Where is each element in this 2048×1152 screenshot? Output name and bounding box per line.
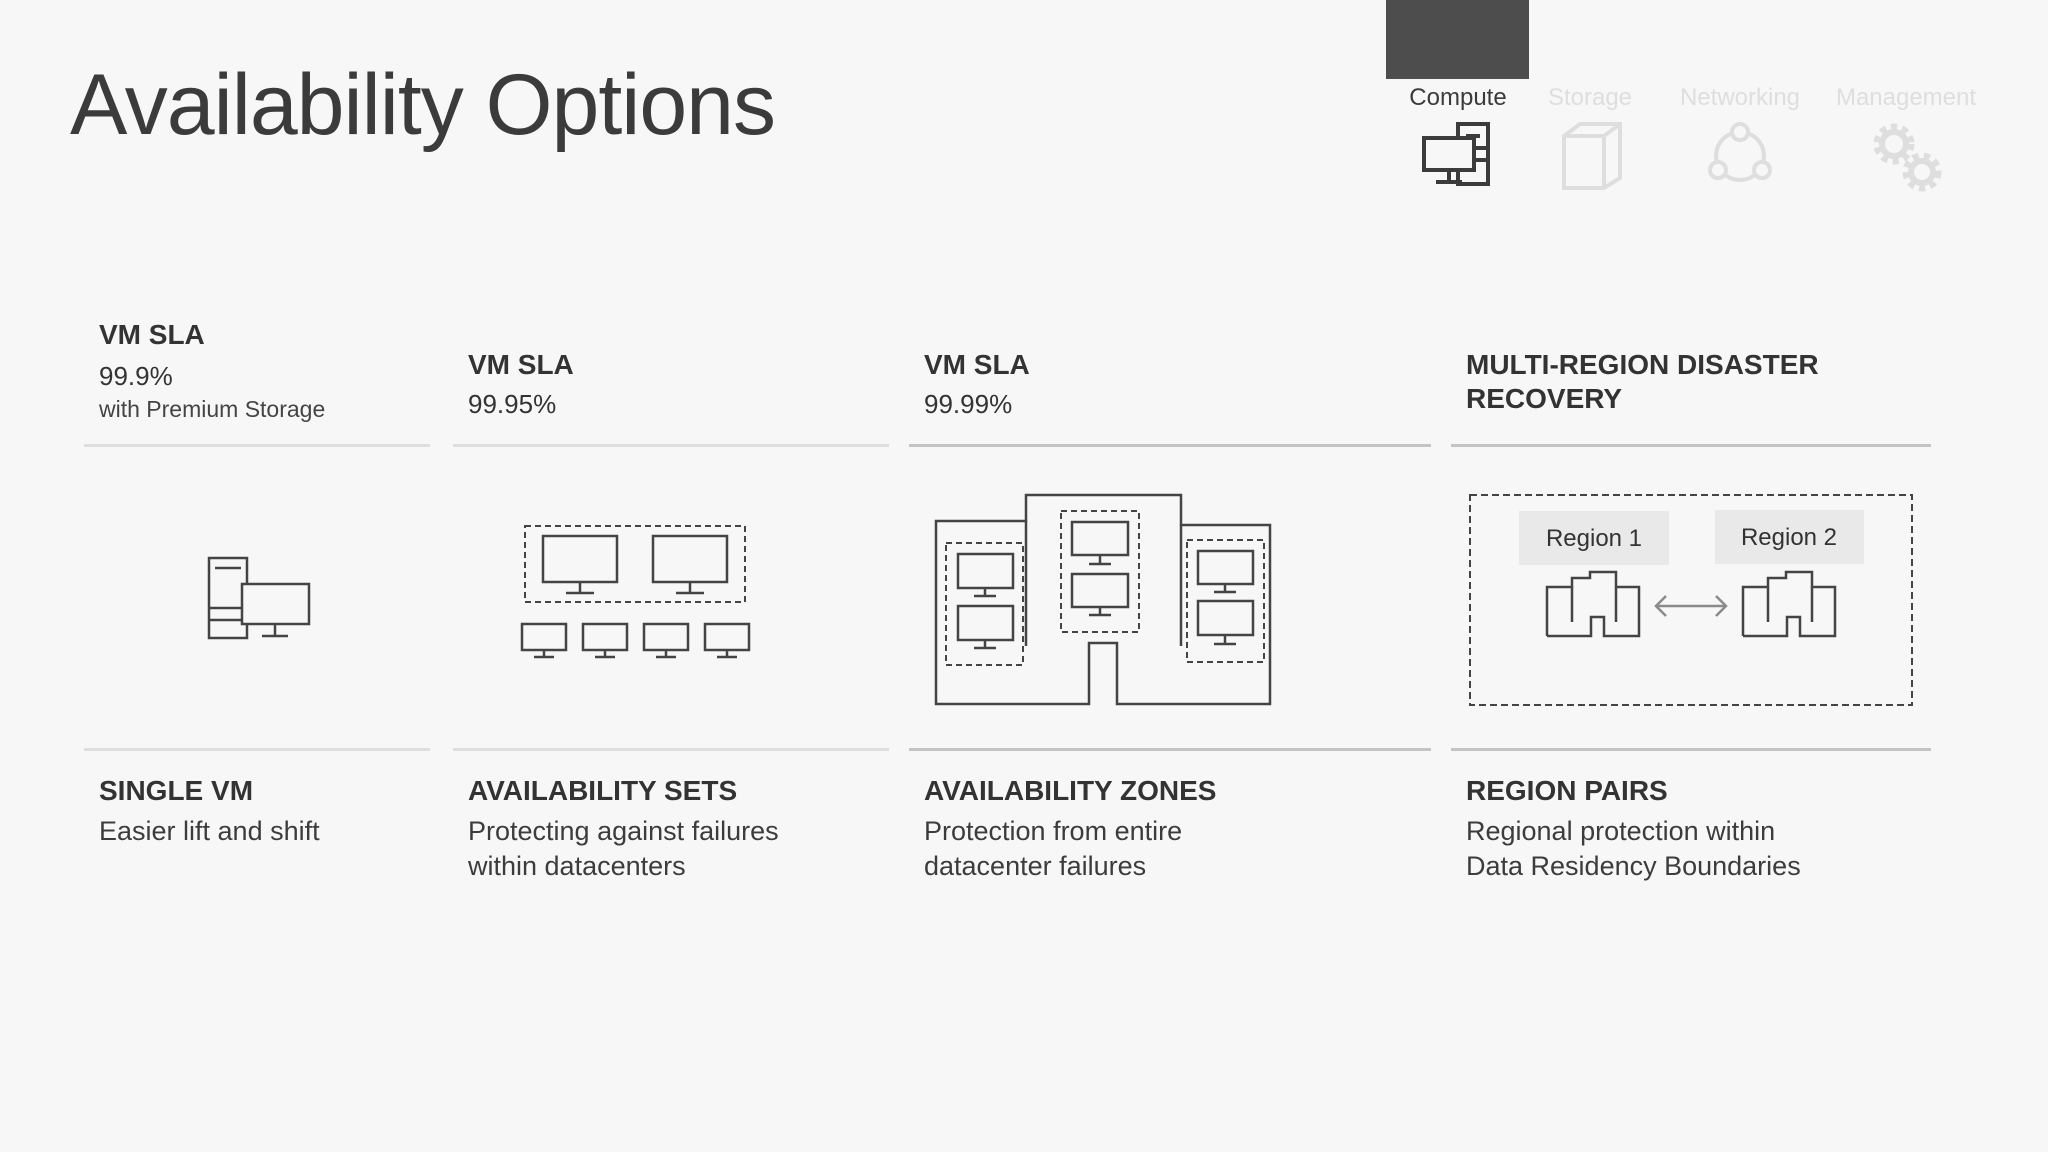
option-availability-sets: AVAILABILITY SETS Protecting against fai…: [468, 774, 888, 884]
sla-note: with Premium Storage: [99, 396, 326, 422]
option-desc: Protecting against failures within datac…: [468, 814, 888, 884]
option-desc: Protection from entire datacenter failur…: [924, 814, 1384, 884]
divider: [453, 748, 889, 751]
option-title: SINGLE VM: [99, 775, 254, 806]
tab-storage[interactable]: Storage: [1536, 84, 1644, 190]
divider: [84, 748, 430, 751]
tab-networking-label: Networking: [1679, 84, 1801, 111]
sla-value: 99.9%: [99, 361, 173, 391]
sla-single-vm: VM SLA 99.9% with Premium Storage: [99, 318, 439, 424]
option-desc-line: within datacenters: [468, 851, 686, 881]
divider: [909, 444, 1431, 447]
sla-heading-line: RECOVERY: [1466, 383, 1623, 414]
page-title: Availability Options: [70, 57, 776, 153]
sla-availability-sets: VM SLA 99.95%: [468, 348, 888, 422]
sla-heading: VM SLA: [468, 349, 574, 380]
datacenter-icon: [1741, 570, 1837, 638]
option-title: AVAILABILITY ZONES: [924, 775, 1217, 806]
option-region-pairs: REGION PAIRS Regional protection within …: [1466, 774, 1946, 884]
option-desc-line: Regional protection within: [1466, 816, 1776, 846]
option-desc-line: Data Residency Boundaries: [1466, 851, 1801, 881]
divider: [909, 748, 1431, 751]
tab-compute[interactable]: Compute: [1398, 84, 1518, 190]
tab-storage-label: Storage: [1547, 84, 1633, 111]
availability-sets-illustration: [520, 525, 751, 659]
sla-value: 99.95%: [468, 389, 557, 419]
option-desc: Easier lift and shift: [99, 816, 320, 846]
divider: [453, 444, 889, 447]
option-desc-line: Protecting against failures: [468, 816, 779, 846]
sla-heading-line: MULTI-REGION DISASTER: [1466, 349, 1819, 380]
gears-icon: [1873, 123, 1942, 192]
nav-active-indicator: [1386, 0, 1529, 79]
region-2-label: Region 2: [1741, 524, 1837, 551]
sla-value: 99.99%: [924, 389, 1013, 419]
sla-multi-region: MULTI-REGION DISASTER RECOVERY: [1466, 348, 1946, 416]
storage-box-icon: [1562, 122, 1622, 190]
availability-zones-illustration: [934, 493, 1272, 706]
option-desc-line: datacenter failures: [924, 851, 1147, 881]
option-single-vm: SINGLE VM Easier lift and shift: [99, 774, 439, 849]
region-1-label: Region 1: [1546, 525, 1642, 552]
divider: [1451, 444, 1931, 447]
compute-icon: [1422, 122, 1490, 186]
option-desc-line: Protection from entire: [924, 816, 1183, 846]
datacenter-icon: [1545, 570, 1641, 638]
tab-management[interactable]: Management: [1828, 84, 1984, 194]
divider: [84, 444, 430, 447]
option-desc: Regional protection within Data Residenc…: [1466, 814, 1946, 884]
tab-management-label: Management: [1835, 84, 1977, 111]
region-pairs-illustration: Region 1 Region 2: [1469, 494, 1913, 706]
single-vm-illustration: [207, 556, 311, 640]
divider: [1451, 748, 1931, 751]
option-title: AVAILABILITY SETS: [468, 775, 738, 806]
sla-heading: MULTI-REGION DISASTER RECOVERY: [1466, 348, 1946, 416]
tab-networking[interactable]: Networking: [1668, 84, 1812, 190]
networking-icon: [1708, 122, 1772, 182]
bidirectional-arrow-icon: [1654, 595, 1728, 617]
option-title: REGION PAIRS: [1466, 775, 1668, 806]
option-availability-zones: AVAILABILITY ZONES Protection from entir…: [924, 774, 1384, 884]
sla-availability-zones: VM SLA 99.99%: [924, 348, 1344, 422]
sla-heading: VM SLA: [99, 319, 205, 350]
sla-heading: VM SLA: [924, 349, 1030, 380]
tab-compute-label: Compute: [1409, 84, 1507, 111]
